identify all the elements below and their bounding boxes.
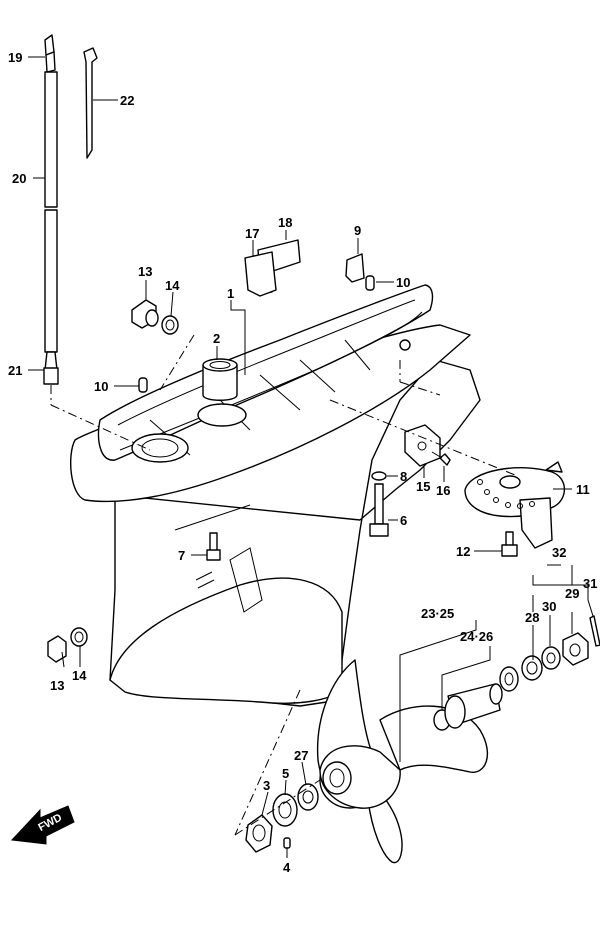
callout-10-upper: 10 — [396, 275, 410, 290]
plug-seal — [345, 253, 365, 283]
driveshaft-bushing — [202, 358, 238, 401]
callout-27: 27 — [294, 748, 308, 763]
callout-2: 2 — [213, 331, 220, 346]
callout-6: 6 — [400, 513, 407, 528]
shift-rod-tool — [83, 47, 98, 159]
cover-seal — [244, 251, 277, 297]
callout-9: 9 — [354, 223, 361, 238]
callout-19: 19 — [8, 50, 22, 65]
spacer — [521, 655, 543, 681]
callout-1: 1 — [227, 286, 234, 301]
washer-flat — [541, 646, 561, 670]
oil-plug-upper — [131, 299, 159, 329]
cotter-pin — [589, 615, 600, 647]
dowel-pin-lower — [138, 377, 148, 393]
callout-8: 8 — [400, 469, 407, 484]
dowel-pin-upper — [365, 275, 375, 291]
leader-lines — [28, 56, 594, 858]
forward-arrow-icon: FWD — [10, 805, 75, 845]
bolt-long — [369, 483, 389, 537]
callout-18: 18 — [278, 215, 292, 230]
callout-22: 22 — [120, 93, 134, 108]
callout-28: 28 — [525, 610, 539, 625]
spacer-ring — [272, 793, 298, 827]
phantom-lines — [50, 334, 516, 836]
callout-4: 4 — [283, 860, 291, 875]
callout-12: 12 — [456, 544, 470, 559]
callout-15: 15 — [416, 479, 430, 494]
callout-13-upper: 13 — [138, 264, 152, 279]
callout-31: 31 — [583, 576, 597, 591]
callout-20: 20 — [12, 171, 26, 186]
gasket-lower — [70, 627, 88, 647]
anode-bolt — [431, 451, 451, 466]
trim-tab — [464, 461, 566, 549]
callout-17: 17 — [245, 226, 259, 241]
thrust-washer — [297, 783, 319, 811]
propeller-washer — [499, 666, 519, 692]
bolt-side — [206, 532, 221, 561]
callout-32: 32 — [552, 545, 566, 560]
oil-plug-lower — [47, 635, 67, 663]
callout-14-lower: 14 — [72, 668, 87, 683]
callout-7: 7 — [178, 548, 185, 563]
key-pin — [283, 837, 291, 849]
callout-3: 3 — [263, 778, 270, 793]
propeller — [316, 659, 489, 864]
propeller-nut — [562, 632, 589, 666]
callout-5: 5 — [282, 766, 289, 781]
washer — [371, 471, 387, 481]
driveshaft — [43, 34, 59, 385]
gasket-upper — [161, 315, 179, 335]
trim-tab-bolt — [501, 531, 518, 557]
callout-23-25: 23·25 — [421, 606, 454, 621]
callout-11: 11 — [576, 482, 590, 497]
callout-21: 21 — [8, 363, 22, 378]
bearing-housing — [245, 814, 273, 853]
callout-29: 29 — [565, 586, 579, 601]
callout-24-26: 24·26 — [460, 629, 493, 644]
callout-16: 16 — [436, 483, 450, 498]
callout-30: 30 — [542, 599, 556, 614]
callout-13-lower: 13 — [50, 678, 64, 693]
callout-14-upper: 14 — [165, 278, 180, 293]
gear-case-housing — [70, 284, 481, 707]
callout-labels: 19 22 20 21 18 17 9 10 13 14 1 2 10 8 15… — [8, 50, 597, 875]
callout-10-lower: 10 — [94, 379, 108, 394]
